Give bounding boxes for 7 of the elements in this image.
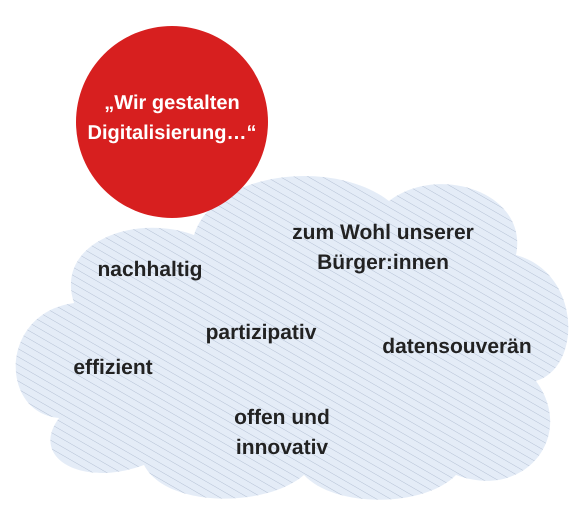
keyword-text: offen und innovativ (233, 405, 331, 461)
keyword-text: datensouverän (381, 334, 533, 360)
keyword-text: effizient (72, 355, 154, 381)
keyword-text: partizipativ (204, 320, 318, 346)
quote-text: „Wir gestalten Digitalisierung…“ (86, 91, 258, 146)
keyword-text: zum Wohl unserer Bürger:innen (291, 220, 475, 276)
keyword-text: nachhaltig (96, 257, 204, 283)
